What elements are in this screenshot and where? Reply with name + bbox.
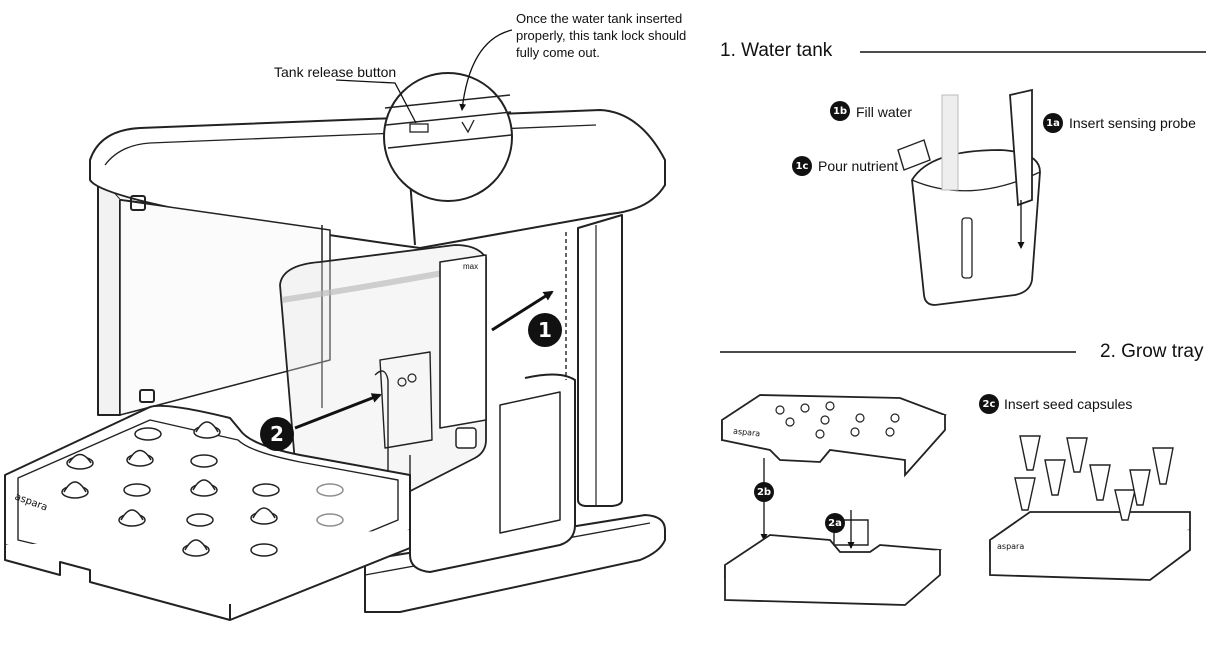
badge-2a: 2a — [825, 513, 845, 533]
section2-heading: 2. Grow tray — [1100, 341, 1204, 362]
badge-2c: 2c — [979, 394, 999, 414]
section1-heading: 1. Water tank — [720, 40, 833, 61]
brand-logo-tray: aspara — [997, 542, 1025, 551]
tank-lock-zoom — [383, 72, 513, 246]
device-illustration — [4, 109, 666, 621]
badge-2b: 2b — [754, 482, 774, 502]
seeded-tray — [989, 435, 1191, 581]
badge-1c: 1c — [792, 156, 812, 176]
leader-release — [335, 79, 417, 124]
leader-lock — [459, 29, 513, 111]
label-insert-seed: Insert seed capsules — [1004, 396, 1133, 412]
label-insert-probe: Insert sensing probe — [1069, 115, 1196, 131]
tank-release-label: Tank release button — [274, 64, 397, 80]
tank-lock-note-line: Once the water tank inserted — [516, 11, 683, 26]
tray-pods — [61, 421, 344, 557]
badge-1b: 1b — [830, 101, 850, 121]
badge-1a: 1a — [1043, 113, 1063, 133]
max-label: max — [463, 262, 479, 271]
tank-lock-note-line: properly, this tank lock should — [516, 28, 687, 43]
step1-badge: 1 — [528, 313, 562, 347]
step2-arrow — [294, 393, 382, 430]
tank-lock-note-line: fully come out. — [516, 45, 600, 60]
step2-badge: 2 — [260, 417, 294, 451]
label-pour-nutrient: Pour nutrient — [818, 158, 899, 174]
tank-lock-note: Once the water tank inserted properly, t… — [516, 10, 686, 61]
grow-tray-lid — [721, 394, 947, 478]
label-fill-water: Fill water — [856, 104, 913, 120]
step1-arrow — [491, 290, 554, 332]
small-water-tank — [897, 88, 1041, 306]
